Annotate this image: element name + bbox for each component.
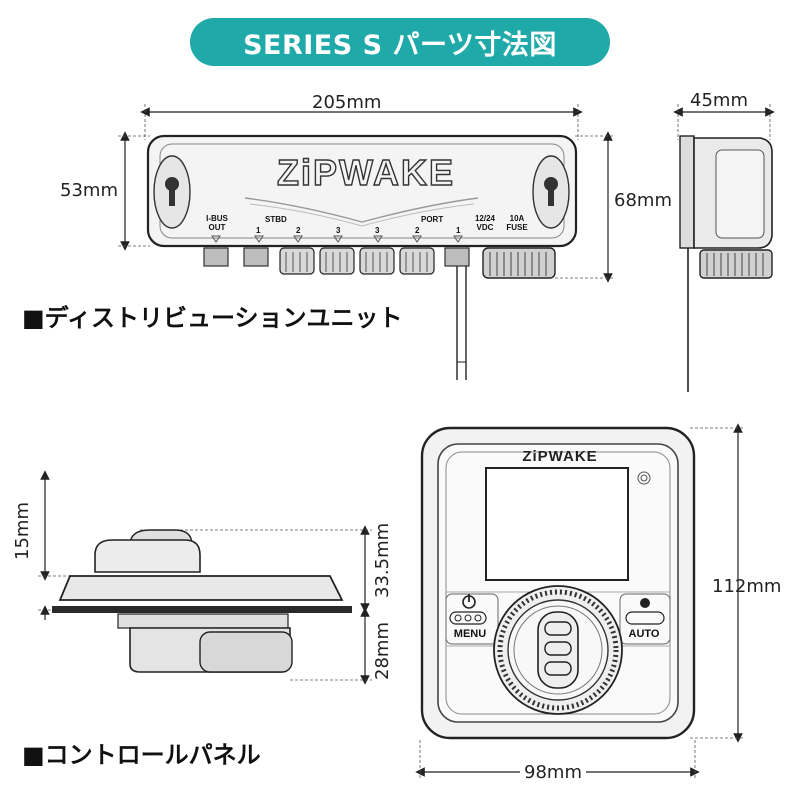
stbd-2-label: 2 [296, 226, 301, 235]
stbd-3-label: 3 [336, 226, 341, 235]
distribution-unit-front [118, 104, 615, 380]
page-title: SERIES S パーツ寸法図 [190, 18, 610, 66]
dim-15: 15mm [12, 502, 33, 560]
control-panel-front [415, 423, 745, 780]
distribution-unit-side [673, 104, 775, 392]
auto-button-label: AUTO [628, 628, 660, 640]
dim-33-5: 33.5mm [372, 522, 393, 598]
dim-205: 205mm [312, 92, 382, 113]
port-label-port: PORT [421, 215, 444, 224]
control-panel-logo: ZiPWAKE [522, 448, 598, 465]
distribution-unit-label: ■ディストリビューションユニット [22, 304, 403, 332]
port-1-label: 1 [456, 226, 461, 235]
dim-98: 98mm [520, 762, 586, 783]
distribution-unit-logo: ZiPWAKE [276, 151, 455, 193]
stbd-1-label: 1 [256, 226, 261, 235]
menu-button-label: MENU [453, 628, 487, 640]
dim-45: 45mm [690, 90, 748, 111]
dim-28: 28mm [372, 622, 393, 680]
dim-112: 112mm [712, 576, 782, 597]
control-panel-side [38, 470, 372, 685]
port-3-label: 3 [375, 226, 380, 235]
port-label-stbd: STBD [265, 215, 287, 224]
dim-53: 53mm [60, 180, 118, 201]
control-panel-label: ■コントロールパネル [22, 741, 261, 769]
port-2-label: 2 [415, 226, 420, 235]
dim-68: 68mm [614, 190, 672, 211]
